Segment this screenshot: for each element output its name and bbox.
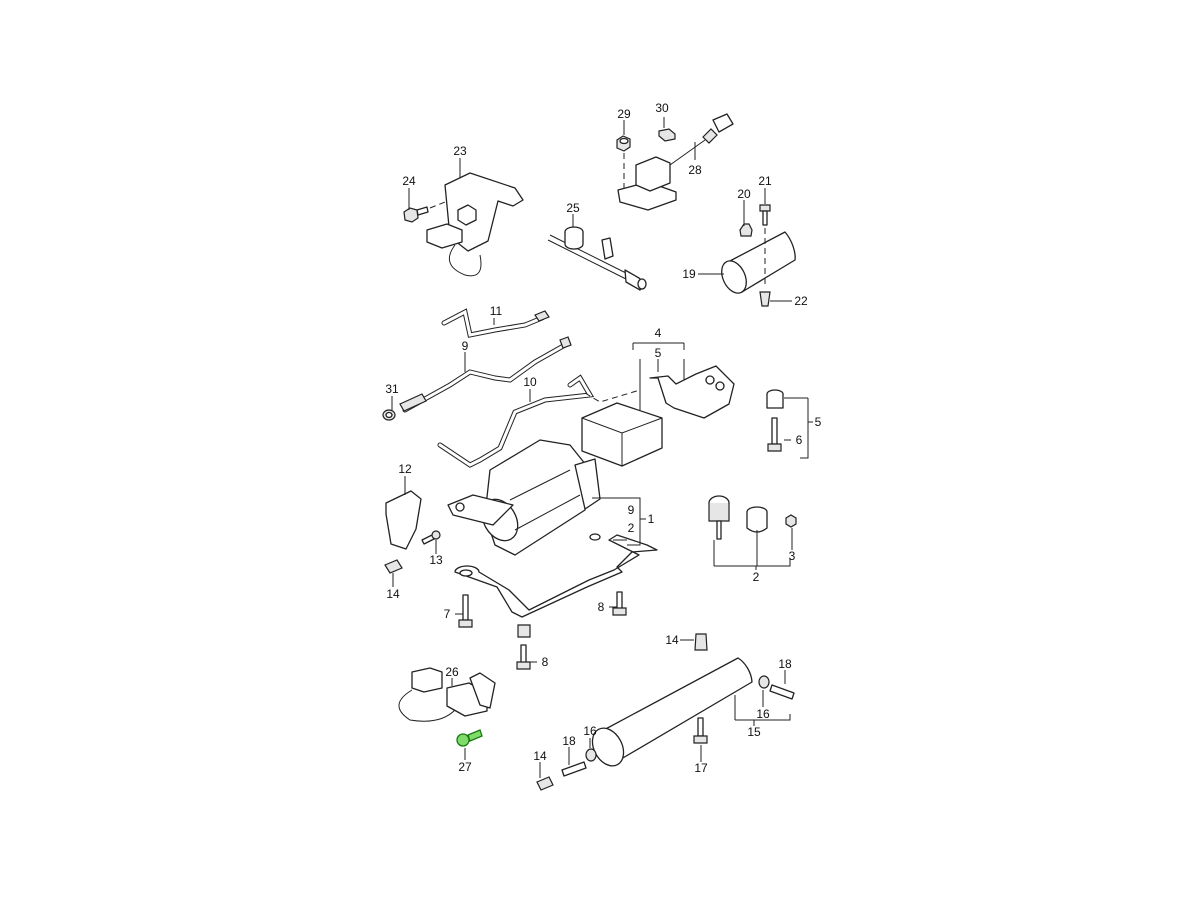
part-26-solenoid-valve[interactable] bbox=[398, 667, 496, 722]
part-29-nut[interactable] bbox=[616, 135, 631, 152]
callout-7[interactable]: 7 bbox=[444, 607, 451, 621]
callout-28[interactable]: 28 bbox=[688, 163, 702, 177]
part-14-bushing[interactable] bbox=[384, 559, 403, 574]
part-5-bracket[interactable] bbox=[649, 365, 735, 419]
part-13-bolt[interactable] bbox=[421, 530, 441, 545]
part-23-bracket[interactable] bbox=[426, 172, 524, 277]
callout-18-left[interactable]: 18 bbox=[562, 734, 576, 748]
callout-6[interactable]: 6 bbox=[796, 433, 803, 447]
leader-lines bbox=[391, 117, 813, 778]
callout-27[interactable]: 27 bbox=[458, 760, 472, 774]
part-18-fitting[interactable] bbox=[769, 684, 795, 700]
callout-9[interactable]: 9 bbox=[462, 339, 469, 353]
part-3-nut[interactable] bbox=[785, 514, 797, 528]
part-24-bolt[interactable] bbox=[403, 206, 429, 223]
part-18-fitting-left[interactable] bbox=[561, 761, 587, 777]
callout-15[interactable]: 15 bbox=[747, 725, 761, 739]
part-9-air-line[interactable] bbox=[399, 336, 572, 413]
callout-20[interactable]: 20 bbox=[737, 187, 751, 201]
part-10-air-line[interactable] bbox=[437, 374, 595, 468]
callout-3[interactable]: 3 bbox=[789, 549, 796, 563]
part-6-bolt[interactable] bbox=[767, 417, 782, 452]
part-8-bolt[interactable] bbox=[612, 591, 627, 616]
part-17-bolt[interactable] bbox=[693, 717, 708, 744]
callout-labels: 29 30 28 23 24 25 20 21 19 22 11 9 4 5 3… bbox=[385, 101, 821, 775]
callout-8[interactable]: 8 bbox=[598, 600, 605, 614]
callout-16-left[interactable]: 16 bbox=[583, 724, 597, 738]
callout-12[interactable]: 12 bbox=[398, 462, 412, 476]
callout-23[interactable]: 23 bbox=[453, 144, 467, 158]
part-19-pressure-reservoir[interactable] bbox=[717, 231, 796, 297]
part-25-pressure-sensor[interactable] bbox=[547, 226, 647, 291]
callout-4[interactable]: 4 bbox=[655, 326, 662, 340]
part-1-compressor[interactable] bbox=[447, 439, 601, 556]
callout-9-compressor[interactable]: 9 bbox=[628, 503, 635, 517]
callout-14-left[interactable]: 14 bbox=[533, 749, 547, 763]
callout-25[interactable]: 25 bbox=[566, 201, 580, 215]
part-2-rubber-mount[interactable] bbox=[708, 495, 730, 540]
part-16-washer[interactable] bbox=[758, 675, 770, 689]
part-5-mount[interactable] bbox=[766, 389, 784, 409]
callout-21[interactable]: 21 bbox=[758, 174, 772, 188]
part-22-grommet[interactable] bbox=[759, 291, 771, 307]
part-7-bolt[interactable] bbox=[458, 594, 473, 628]
callout-8-lower[interactable]: 8 bbox=[542, 655, 549, 669]
callout-2-mounts[interactable]: 2 bbox=[753, 570, 760, 584]
callout-22[interactable]: 22 bbox=[794, 294, 808, 308]
callout-5-right[interactable]: 5 bbox=[815, 415, 822, 429]
callout-30[interactable]: 30 bbox=[655, 101, 669, 115]
part-15-air-reservoir[interactable] bbox=[586, 657, 753, 771]
callout-14[interactable]: 14 bbox=[386, 587, 400, 601]
callout-11[interactable]: 11 bbox=[490, 304, 503, 318]
callout-1[interactable]: 1 bbox=[648, 512, 655, 526]
part-8-bolt-lower[interactable] bbox=[516, 624, 531, 670]
part-2-crossmember[interactable] bbox=[454, 533, 658, 618]
part-12-bracket[interactable] bbox=[385, 490, 422, 550]
callout-2-compressor[interactable]: 2 bbox=[628, 521, 635, 535]
part-14-bushing-upper[interactable] bbox=[694, 633, 708, 651]
callout-31[interactable]: 31 bbox=[385, 382, 399, 396]
callout-10[interactable]: 10 bbox=[523, 375, 537, 389]
part-30-clip[interactable] bbox=[658, 128, 676, 142]
part-2-buffer[interactable] bbox=[746, 506, 768, 533]
callout-16-right[interactable]: 16 bbox=[756, 707, 770, 721]
callout-26[interactable]: 26 bbox=[445, 665, 459, 679]
part-14-bushing-left[interactable] bbox=[536, 776, 554, 791]
callout-29[interactable]: 29 bbox=[617, 107, 631, 121]
part-27-screw-highlighted[interactable] bbox=[456, 729, 483, 747]
callout-5[interactable]: 5 bbox=[655, 346, 662, 360]
callout-14-upper[interactable]: 14 bbox=[665, 633, 679, 647]
callout-19[interactable]: 19 bbox=[682, 267, 696, 281]
part-4-valve-block[interactable] bbox=[581, 402, 663, 467]
part-31-clamp[interactable] bbox=[382, 409, 396, 421]
part-21-bolt[interactable] bbox=[759, 204, 771, 226]
part-16-washer-left[interactable] bbox=[585, 748, 597, 762]
callout-13[interactable]: 13 bbox=[429, 553, 443, 567]
callout-18-right[interactable]: 18 bbox=[778, 657, 792, 671]
part-20-nut[interactable] bbox=[739, 223, 753, 237]
part-11-air-line[interactable] bbox=[441, 308, 550, 338]
callout-24[interactable]: 24 bbox=[402, 174, 416, 188]
callout-17[interactable]: 17 bbox=[694, 761, 708, 775]
part-28-level-sensor[interactable] bbox=[617, 113, 734, 211]
